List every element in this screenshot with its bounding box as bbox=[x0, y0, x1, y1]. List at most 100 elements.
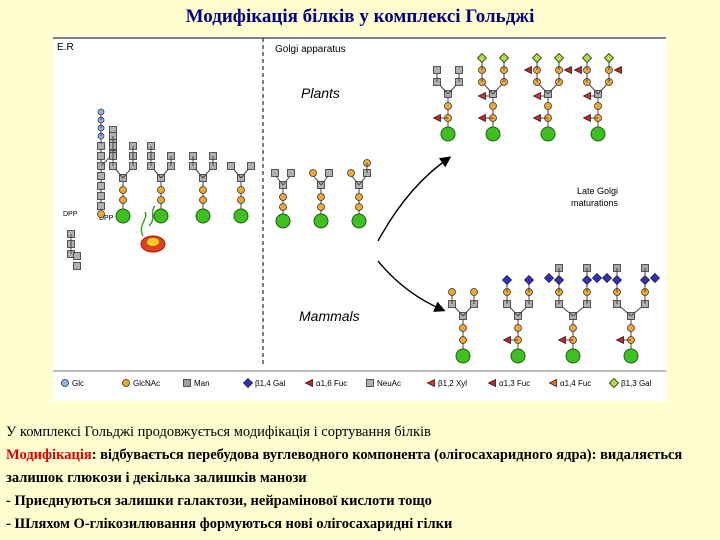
nac-residue bbox=[347, 169, 355, 177]
protein-core bbox=[115, 208, 131, 224]
protein-core bbox=[623, 348, 639, 364]
nac-residue bbox=[489, 102, 497, 110]
protein-core bbox=[565, 348, 581, 364]
nac-residue bbox=[470, 288, 478, 296]
legend-item: Glc bbox=[61, 379, 84, 388]
legend-icon bbox=[183, 379, 191, 387]
legend-icon bbox=[304, 378, 313, 388]
protein-core bbox=[590, 126, 606, 142]
caption-highlight: Модифікація bbox=[6, 447, 92, 463]
protein-core bbox=[233, 208, 249, 224]
protein-core bbox=[275, 213, 291, 229]
legend-label: β1,4 Gal bbox=[255, 379, 286, 388]
nac-residue bbox=[594, 102, 602, 110]
legend-item: GlcNAc bbox=[122, 379, 160, 388]
legend-label: NeuAc bbox=[377, 379, 401, 388]
legend-icon bbox=[242, 377, 254, 389]
pathway-arrows bbox=[377, 156, 452, 312]
dpp-label-1: DPP bbox=[63, 211, 78, 218]
late-golgi-label-2: maturations bbox=[571, 198, 619, 208]
caption-line-4: - Шляхом О-глікозилювання формуються нов… bbox=[6, 516, 453, 532]
glc-residue bbox=[97, 108, 105, 116]
arrow-to-mammals bbox=[377, 260, 446, 312]
legend-icon bbox=[122, 379, 130, 387]
man-residue bbox=[73, 252, 81, 260]
protein-core bbox=[510, 348, 526, 364]
legend-label: α1,3 Fuc bbox=[499, 379, 530, 388]
legend-label: α1,4 Fuc bbox=[560, 379, 591, 388]
nac-residue bbox=[97, 210, 105, 218]
legend-item: β1,3 Gal bbox=[608, 377, 652, 389]
man-residue bbox=[97, 182, 105, 190]
xyl-residue bbox=[532, 91, 541, 101]
legend-label: Man bbox=[194, 379, 210, 388]
gal-residue bbox=[543, 272, 555, 284]
fuc-residue bbox=[432, 113, 441, 123]
legend-icon bbox=[426, 378, 435, 388]
fuc-residue bbox=[613, 65, 622, 75]
nac-residue bbox=[119, 186, 127, 194]
caption: У комплексі Гольджі продовжується модифі… bbox=[6, 421, 714, 536]
man-residue bbox=[433, 66, 441, 74]
legend-label: GlcNAc bbox=[133, 379, 160, 388]
nac-residue bbox=[279, 203, 287, 211]
enzyme-core bbox=[147, 238, 159, 246]
fuc-residue bbox=[582, 113, 591, 123]
man-residue bbox=[271, 169, 279, 177]
legend-item: β1,4 Gal bbox=[242, 377, 286, 389]
gal3-residue bbox=[553, 52, 565, 64]
gal3-residue bbox=[581, 52, 593, 64]
nac-residue bbox=[569, 324, 577, 332]
man-residue bbox=[97, 152, 105, 160]
man-residue bbox=[247, 162, 255, 170]
fuc-residue bbox=[477, 113, 486, 123]
nac-residue bbox=[199, 196, 207, 204]
gal-residue bbox=[523, 274, 535, 286]
legend-label: β1,3 Gal bbox=[621, 379, 652, 388]
glycan-structures bbox=[67, 52, 661, 364]
legend-icon bbox=[61, 379, 69, 387]
man-residue bbox=[325, 169, 333, 177]
xyl-residue bbox=[582, 91, 591, 101]
legend-item: β1,2 Xyl bbox=[426, 378, 467, 388]
fuc-residue bbox=[532, 113, 541, 123]
protein-chain bbox=[140, 205, 156, 237]
nac-residue bbox=[627, 324, 635, 332]
gal-residue bbox=[649, 272, 661, 284]
legend-label: β1,2 Xyl bbox=[438, 379, 467, 388]
nac-residue bbox=[459, 324, 467, 332]
protein-core bbox=[485, 126, 501, 142]
nac-residue bbox=[355, 203, 363, 211]
arrow-to-plants bbox=[377, 156, 452, 242]
legend-item: α1,3 Fuc bbox=[487, 378, 530, 388]
nac-residue bbox=[448, 288, 456, 296]
plants-label: Plants bbox=[301, 85, 340, 101]
man-residue bbox=[227, 162, 235, 170]
glycosidic-bond bbox=[350, 174, 360, 186]
nac-residue bbox=[119, 196, 127, 204]
fuc-residue bbox=[615, 335, 624, 345]
protein-core bbox=[440, 126, 456, 142]
nac-residue bbox=[157, 186, 165, 194]
golgi-label: Golgi apparatus bbox=[275, 44, 346, 55]
man-residue bbox=[287, 169, 295, 177]
gal3-residue bbox=[603, 52, 615, 64]
nac-residue bbox=[309, 169, 317, 177]
legend-icon bbox=[548, 378, 557, 388]
man-residue bbox=[97, 192, 105, 200]
fuc-residue bbox=[557, 335, 566, 345]
fuc-residue bbox=[563, 65, 572, 75]
gal3-residue bbox=[476, 52, 488, 64]
nac-residue bbox=[317, 203, 325, 211]
legend-item: NeuAc bbox=[366, 379, 401, 388]
nac-residue bbox=[237, 186, 245, 194]
man-residue bbox=[73, 262, 81, 270]
man-residue bbox=[97, 172, 105, 180]
nac-residue bbox=[444, 102, 452, 110]
nac-residue bbox=[237, 196, 245, 204]
gal-residue bbox=[591, 272, 603, 284]
protein-core bbox=[195, 208, 211, 224]
legend-item: Man bbox=[183, 379, 210, 388]
legend-icon bbox=[487, 378, 496, 388]
